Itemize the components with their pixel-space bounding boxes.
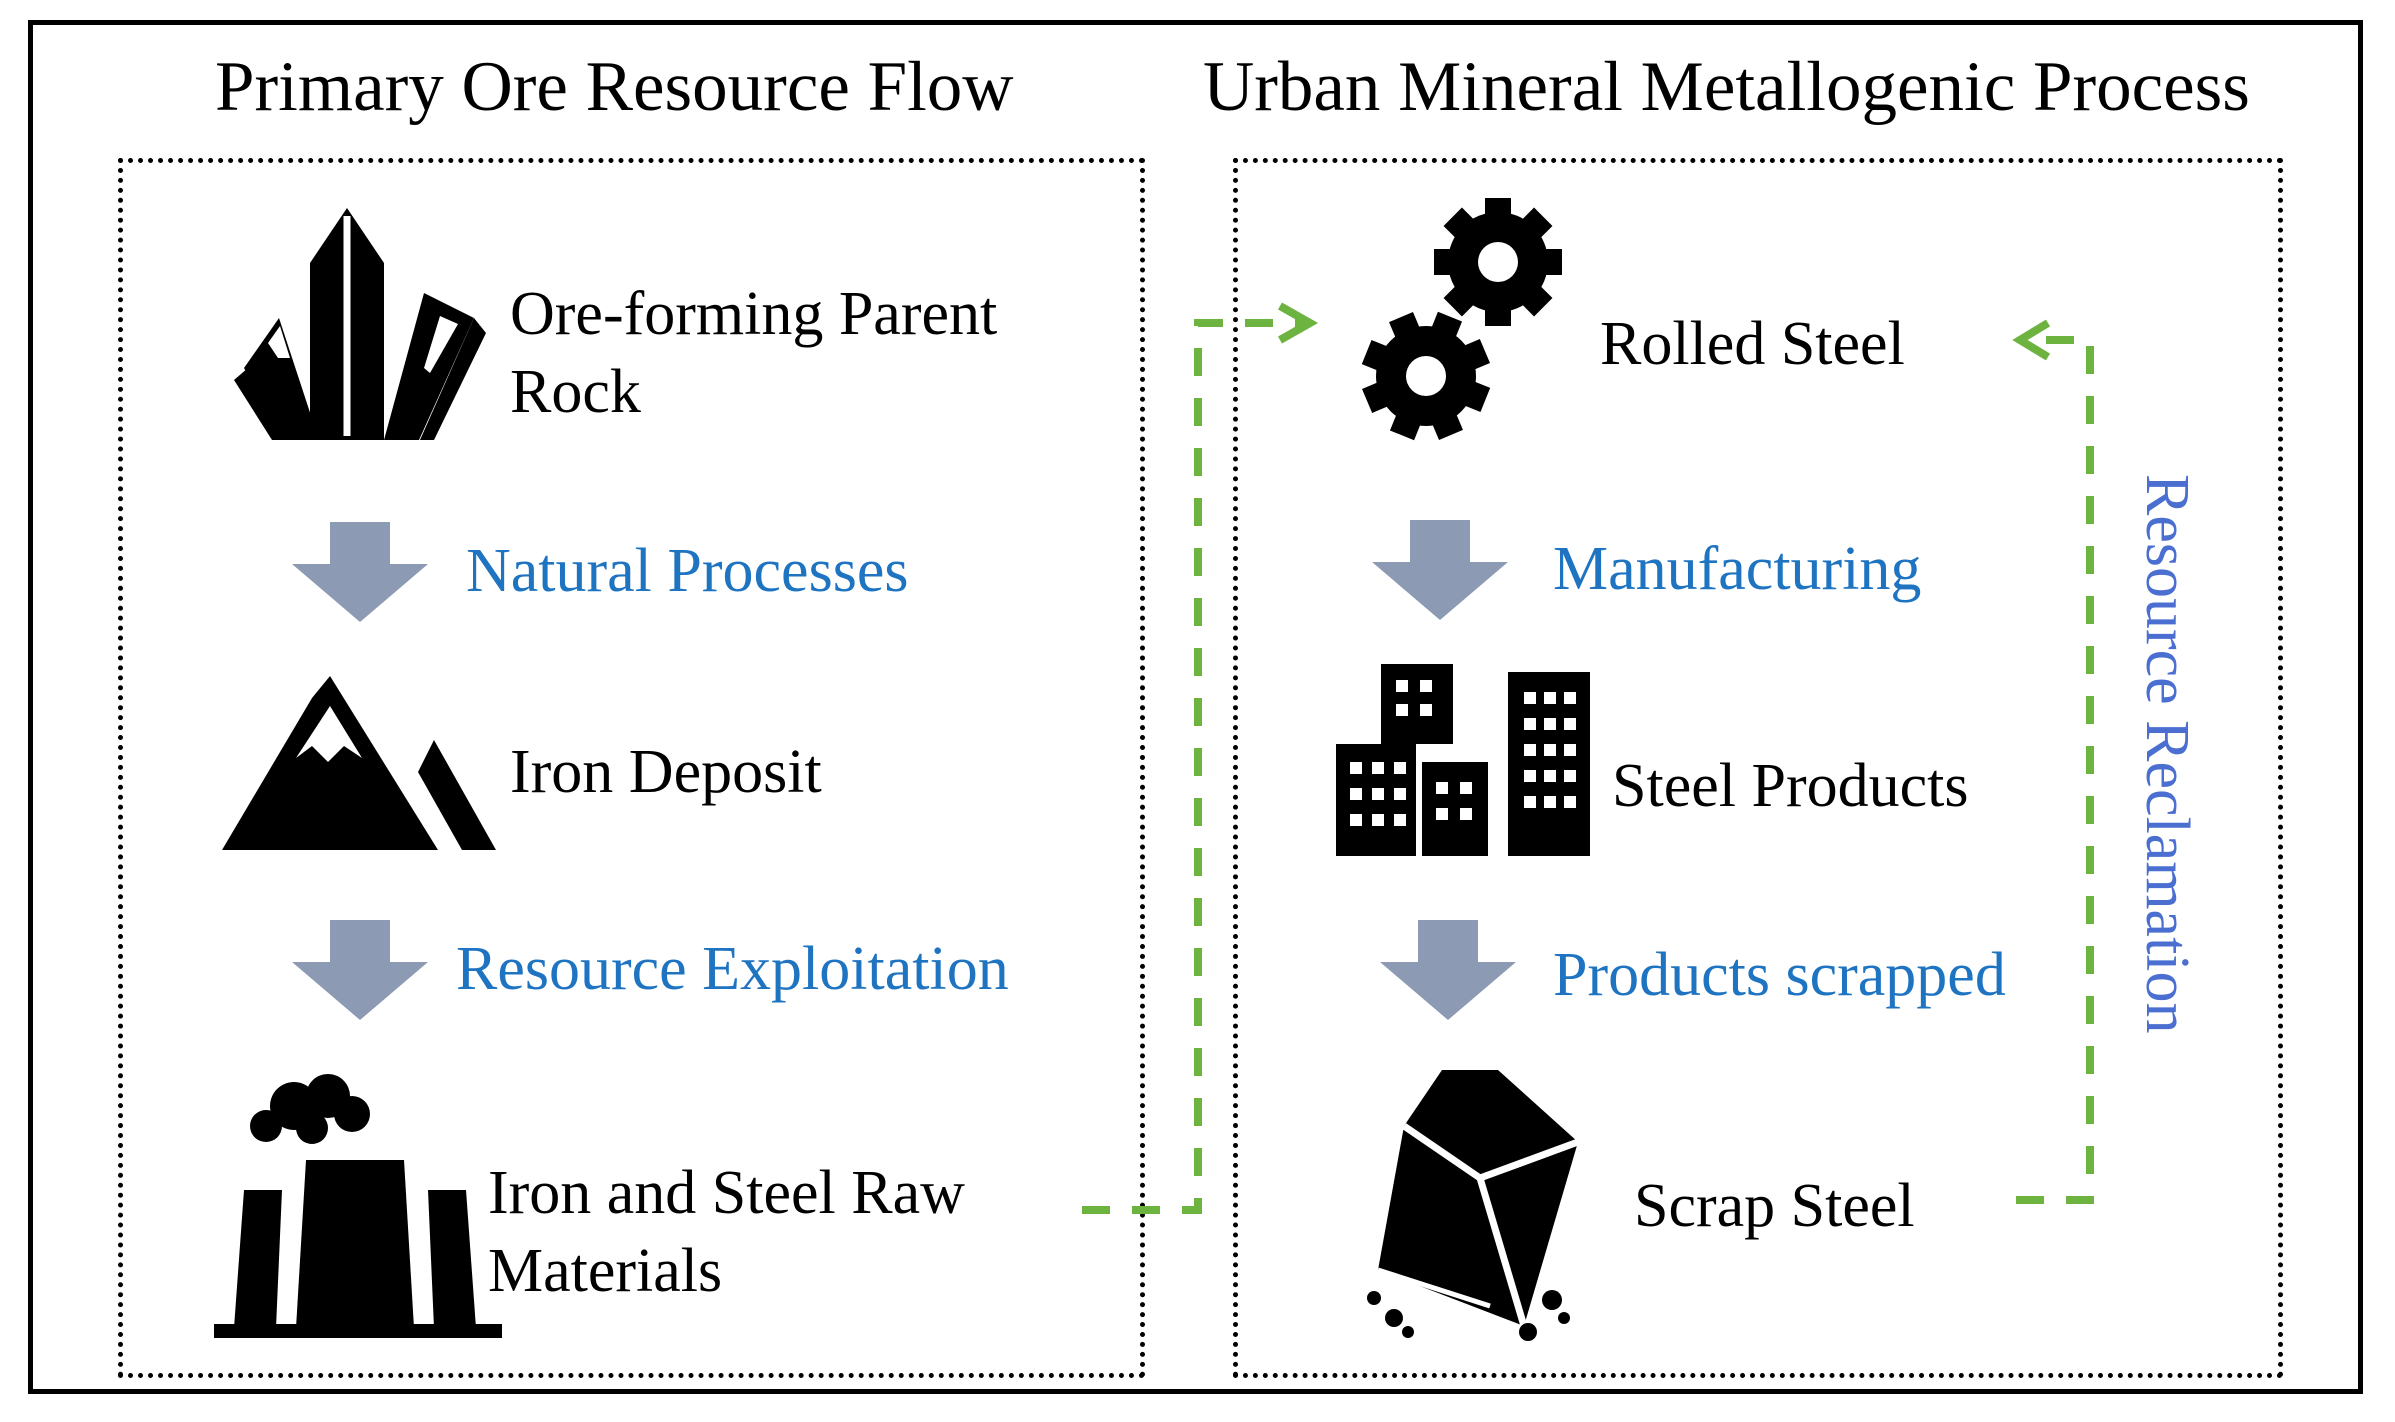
resource-reclamation-label: Resource Reclamation [2133,474,2201,1034]
scrap-steel-label: Scrap Steel [1634,1172,1915,1240]
left-panel-title: Primary Ore Resource Flow [215,48,1014,126]
factory-icon [214,1074,502,1338]
resource-exploitation-label: Resource Exploitation [456,935,1009,1003]
down-arrow-icon [292,920,428,1020]
down-arrow-icon [1380,920,1516,1020]
right-panel-title: Urban Mineral Metallogenic Process [1203,48,2250,126]
primary-ore-panel [118,158,1145,1378]
arrowhead-right-icon [1278,302,1319,344]
manufacturing-label: Manufacturing [1553,535,1922,603]
down-arrow-icon [292,522,428,622]
iron-deposit-label: Iron Deposit [510,738,822,806]
arrowhead-left-icon [2012,319,2051,361]
ore-forming-parent-rock-label: Ore-forming Parent Rock [510,280,998,426]
rolled-steel-label: Rolled Steel [1600,310,1905,378]
mountain-icon [222,676,496,850]
steel-products-label: Steel Products [1612,752,1969,820]
natural-processes-label: Natural Processes [466,537,909,605]
scrap-steel-icon [1367,1070,1580,1341]
products-scrapped-label: Products scrapped [1553,941,2006,1009]
resource-reclamation-connector [2016,336,2094,1204]
buildings-icon [1336,664,1590,856]
gears-icon [1361,198,1562,441]
crystal-icon [234,208,486,440]
down-arrow-icon [1372,520,1508,620]
raw-materials-to-rolled-steel-connector [1082,319,1310,1214]
urban-mineral-panel [1233,158,2283,1378]
diagram-frame [28,20,2363,1394]
iron-and-steel-raw-materials-label: Iron and Steel Raw Materials [488,1159,965,1305]
